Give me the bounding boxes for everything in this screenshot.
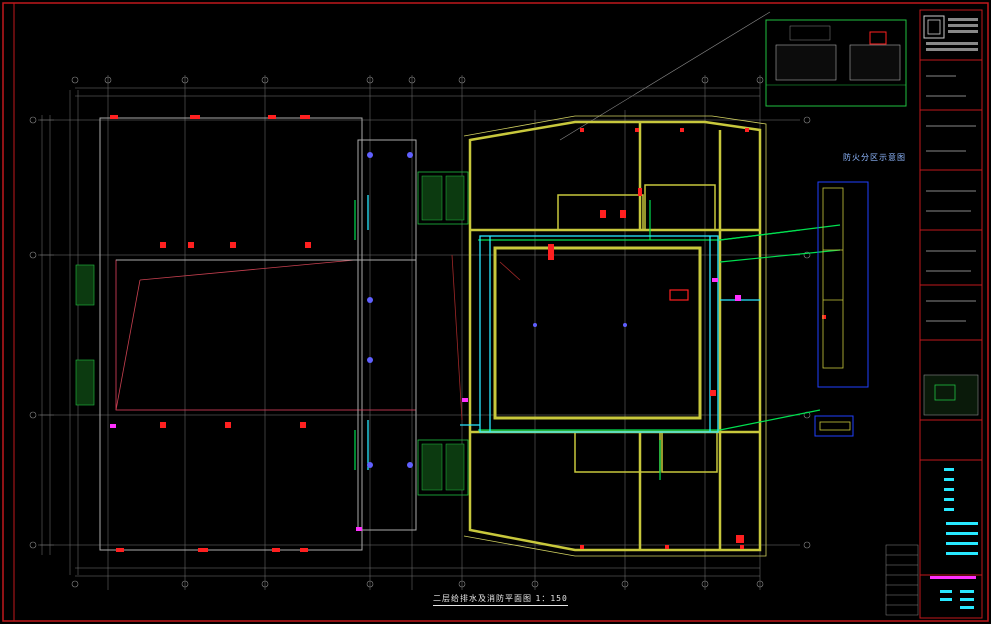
revision-table [885,544,919,616]
stair-upper [417,171,469,225]
dimension-lines [38,115,54,555]
left-hall-walls [99,117,363,551]
drawing-title-text: 二层给排水及消防平面图 [433,594,532,603]
title-block-cyan-rows [940,468,978,609]
zone-detail [819,187,851,431]
hydrant-markers [110,278,741,531]
fire-protection-pipes [367,195,760,470]
drawing-title: 二层给排水及消防平面图 1：150 [433,593,568,606]
site-thumbnail [923,374,979,416]
structural-grid [40,75,800,590]
leader-line [559,11,771,141]
center-core [357,139,417,531]
water-supply-pipes [354,200,841,480]
key-plan-title: 防火分区示意图 [843,153,906,162]
grid-bubbles [29,76,811,588]
fire-compartment-zones [814,181,869,437]
title-block-magenta-bar [930,576,976,579]
title-block [919,9,983,619]
title-block-logo [923,15,978,51]
drawing-scale: 1：150 [535,594,568,603]
ceiling-markers [367,152,627,468]
inner-slant-walls [451,254,521,421]
stair-left-edge [75,264,95,406]
red-fixtures [110,115,826,552]
right-building-outer [463,115,767,557]
stair-lower [417,439,469,496]
title-block-fields [926,75,976,322]
key-plan-floor [765,19,907,107]
